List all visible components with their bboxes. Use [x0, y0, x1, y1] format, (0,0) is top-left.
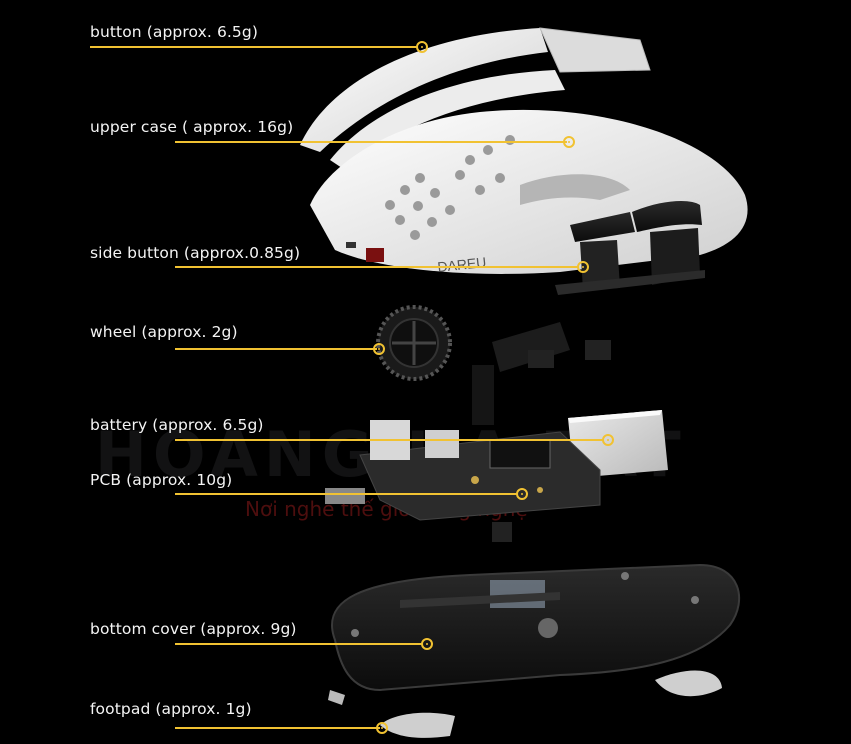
callout-upper-case-dot [563, 136, 575, 148]
callout-bottom-cover-leader [175, 643, 423, 645]
callout-battery-label: battery (approx. 6.5g) [90, 416, 264, 434]
footpad-part [328, 670, 722, 738]
callout-pcb-dot [516, 488, 528, 500]
top-button-part [300, 27, 651, 170]
brand-logo-text: DAREU [437, 254, 487, 275]
callout-pcb-leader [175, 493, 518, 495]
wheel-part [376, 305, 452, 381]
callout-bottom-cover-label: bottom cover (approx. 9g) [90, 620, 297, 638]
callout-footpad-label: footpad (approx. 1g) [90, 700, 252, 718]
callout-battery-dot [602, 434, 614, 446]
upper-case-part [310, 109, 748, 274]
bottom-cover-part [330, 563, 741, 692]
side-button-part [555, 200, 705, 295]
callout-side-button-label: side button (approx.0.85g) [90, 244, 301, 262]
callout-bottom-cover-dot [421, 638, 433, 650]
callout-pcb-label: PCB (approx. 10g) [90, 471, 233, 489]
pcb-part [325, 420, 601, 542]
callout-upper-case-leader [175, 141, 567, 143]
callout-upper-case-label: upper case ( approx. 16g) [90, 118, 294, 136]
callout-side-button-leader [175, 266, 578, 268]
callout-side-button-dot [577, 261, 589, 273]
callout-wheel-dot [373, 343, 385, 355]
callout-button-dot [416, 41, 428, 53]
callout-footpad-leader [175, 727, 380, 729]
battery-part [568, 410, 668, 478]
callout-wheel-label: wheel (approx. 2g) [90, 323, 238, 341]
callout-button-label: button (approx. 6.5g) [90, 23, 258, 41]
callout-wheel-leader [175, 348, 377, 350]
switch-components [472, 322, 611, 425]
callout-footpad-dot [376, 722, 388, 734]
callout-battery-leader [175, 439, 603, 441]
callout-button-leader [90, 46, 418, 48]
